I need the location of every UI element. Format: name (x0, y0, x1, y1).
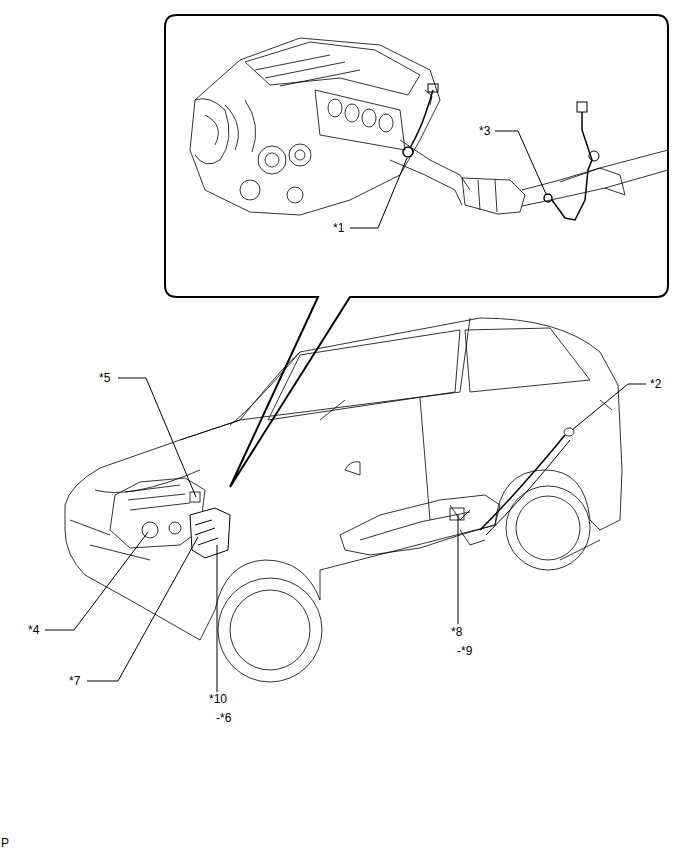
callout-number: *3 (478, 124, 491, 138)
vehicle-outline (65, 318, 622, 682)
sensor (544, 194, 552, 202)
callout-number: -*9 (456, 644, 473, 658)
callout-number: *1 (332, 221, 345, 235)
fuel-tank (340, 428, 574, 555)
ecu (190, 508, 230, 558)
inset-frame (165, 15, 668, 487)
callout-number: *4 (27, 623, 40, 637)
engine-detail (190, 38, 668, 215)
callout-number: *2 (649, 377, 662, 391)
callout-number: *7 (68, 674, 81, 688)
callout-number: *8 (450, 625, 463, 639)
callout-number: -*6 (215, 711, 232, 725)
engine (110, 478, 205, 548)
callout-number: *10 (208, 692, 228, 706)
sensor (403, 147, 413, 157)
callout-number: P (0, 836, 10, 850)
callout-number: *5 (98, 371, 111, 385)
leader-lines (45, 131, 646, 692)
